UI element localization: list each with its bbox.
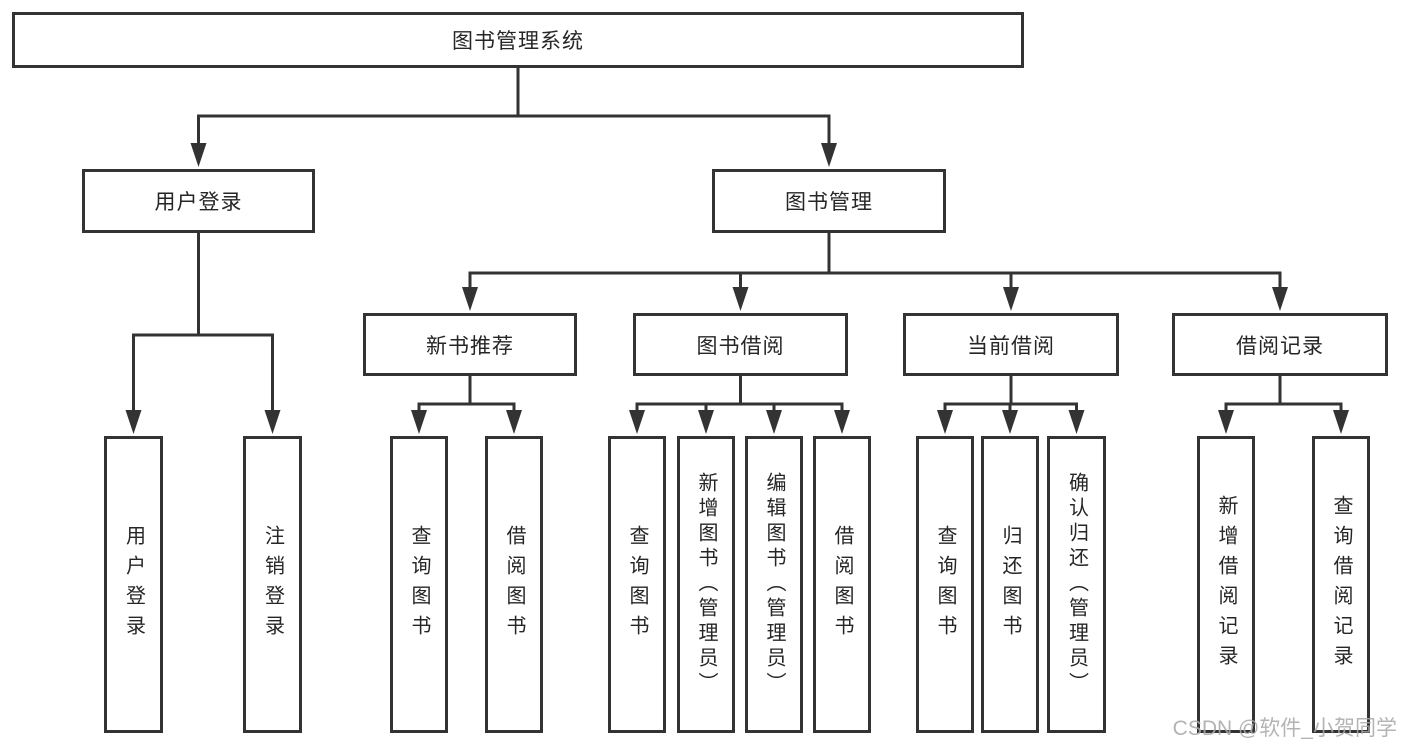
leaf-return-book-label: 归还图书 xyxy=(999,524,1021,645)
node-book-management-label: 图书管理 xyxy=(785,191,873,214)
node-book-management: 图书管理 xyxy=(712,169,946,233)
leaf-edit-book-admin: 编辑图书（管理员） xyxy=(745,436,803,733)
leaf-edit-book-admin-label: 编辑图书（管理员） xyxy=(763,472,785,697)
node-book-borrow: 图书借阅 xyxy=(633,313,848,376)
node-current-borrow: 当前借阅 xyxy=(903,313,1119,376)
leaf-borrow-query-book: 查询图书 xyxy=(608,436,666,733)
leaf-confirm-return-admin: 确认归还（管理员） xyxy=(1047,436,1106,733)
leaf-query-borrow-record: 查询借阅记录 xyxy=(1312,436,1370,733)
node-borrow-records-label: 借阅记录 xyxy=(1236,334,1324,358)
leaf-current-query-book-label: 查询图书 xyxy=(934,524,956,645)
node-user-login-label: 用户登录 xyxy=(154,191,243,214)
connector-strokes xyxy=(132,68,1343,411)
leaf-add-book-admin: 新增图书（管理员） xyxy=(677,436,735,733)
node-user-login: 用户登录 xyxy=(82,169,315,233)
leaf-recommend-borrow-book: 借阅图书 xyxy=(485,436,543,733)
node-book-borrow-label: 图书借阅 xyxy=(696,334,785,358)
leaf-add-book-admin-label: 新增图书（管理员） xyxy=(695,472,717,697)
node-new-book-recommend: 新书推荐 xyxy=(363,313,577,376)
leaf-return-book: 归还图书 xyxy=(981,436,1039,733)
leaf-user-login-label: 用户登录 xyxy=(122,524,145,645)
leaf-current-query-book: 查询图书 xyxy=(916,436,974,733)
leaf-recommend-query-book: 查询图书 xyxy=(390,436,448,733)
node-new-book-recommend-label: 新书推荐 xyxy=(426,334,514,358)
node-root-label: 图书管理系统 xyxy=(452,30,584,53)
node-borrow-records: 借阅记录 xyxy=(1172,313,1388,376)
leaf-logout: 注销登录 xyxy=(243,436,302,733)
leaf-confirm-return-admin-label: 确认归还（管理员） xyxy=(1065,472,1088,697)
leaf-borrow-book-label: 借阅图书 xyxy=(831,524,853,645)
leaf-recommend-query-book-label: 查询图书 xyxy=(408,524,430,645)
leaf-recommend-borrow-book-label: 借阅图书 xyxy=(503,524,525,645)
leaf-user-login: 用户登录 xyxy=(104,436,163,733)
leaf-add-borrow-record: 新增借阅记录 xyxy=(1197,436,1255,733)
leaf-borrow-query-book-label: 查询图书 xyxy=(626,524,648,645)
csdn-watermark: CSDN @软件_小贺同学 xyxy=(1172,717,1397,740)
leaf-add-borrow-record-label: 新增借阅记录 xyxy=(1215,494,1237,675)
arrowheads xyxy=(125,143,1349,434)
node-current-borrow-label: 当前借阅 xyxy=(967,334,1055,358)
leaf-logout-label: 注销登录 xyxy=(261,524,284,645)
node-root: 图书管理系统 xyxy=(12,12,1024,68)
leaf-borrow-book: 借阅图书 xyxy=(813,436,871,733)
leaf-query-borrow-record-label: 查询借阅记录 xyxy=(1330,494,1352,675)
